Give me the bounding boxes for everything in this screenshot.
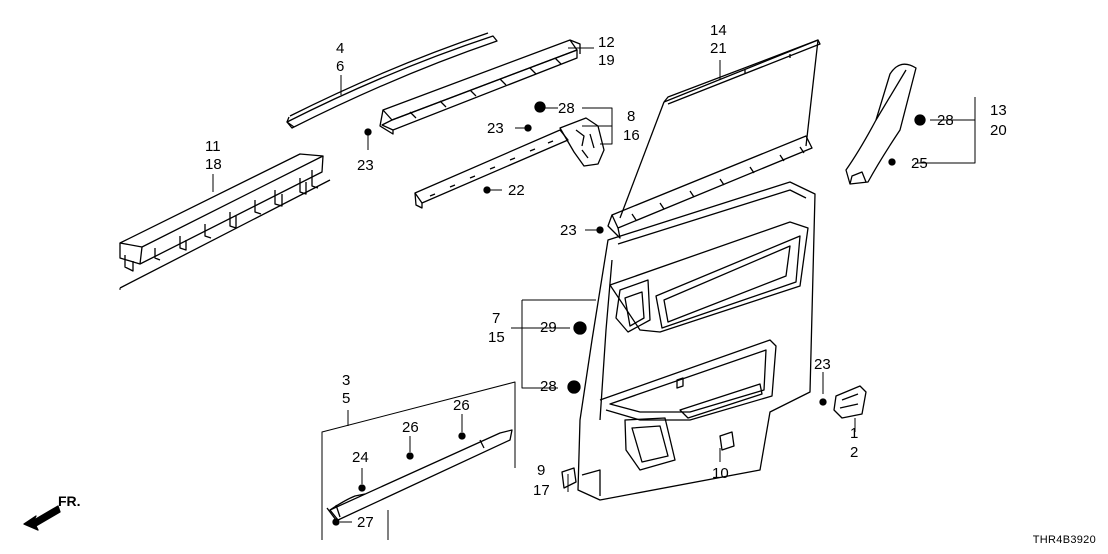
front-direction-arrow [23, 505, 61, 531]
fasteners [332, 101, 926, 526]
diagram-code: THR4B3920 [1032, 534, 1096, 546]
callout-23-left: 23 [357, 157, 374, 174]
callout-23-handle: 23 [814, 356, 831, 373]
clip-26b [458, 432, 466, 440]
callout-19: 19 [598, 52, 615, 69]
callout-18: 18 [205, 156, 222, 173]
callout-11: 11 [205, 138, 221, 155]
callout-28-pillar: 28 [937, 112, 954, 129]
callout-26-right: 26 [453, 397, 470, 414]
callout-6: 6 [336, 58, 345, 75]
callout-21: 21 [710, 40, 727, 57]
callout-15: 15 [488, 329, 505, 346]
center-rail-part [414, 117, 605, 209]
callout-23-sunshade: 23 [560, 222, 577, 239]
clip-25 [888, 158, 896, 166]
callout-3: 3 [342, 372, 351, 389]
sill-garnish-part [326, 429, 513, 521]
callout-28-upper: 28 [558, 100, 575, 117]
callout-5: 5 [342, 390, 351, 407]
callout-29: 29 [540, 319, 557, 336]
callout-16: 16 [623, 127, 640, 144]
clip-23-left [364, 128, 372, 136]
sunshade-part [607, 39, 821, 239]
callout-25: 25 [911, 155, 928, 172]
callout-13: 13 [990, 102, 1007, 119]
callout-9: 9 [537, 462, 546, 479]
door-lining-panel-part [577, 181, 816, 501]
callout-23-mid: 23 [487, 120, 504, 137]
screw-22 [483, 186, 491, 194]
clip-27 [332, 518, 340, 526]
clip-28-upper [534, 101, 546, 113]
callout-7: 7 [492, 310, 501, 327]
callout-12: 12 [598, 34, 615, 51]
callout-20: 20 [990, 122, 1007, 139]
handle-bracket-part [833, 385, 867, 419]
callout-26-left: 26 [402, 419, 419, 436]
leader-lines [119, 47, 976, 540]
clip-24 [358, 484, 366, 492]
clip-23-mid [524, 124, 532, 132]
clip-28-pillar [914, 114, 926, 126]
window-channel-strip-part [286, 32, 498, 129]
upper-rail-garnish-part [379, 39, 581, 135]
callout-24: 24 [352, 449, 369, 466]
callout-8: 8 [627, 108, 636, 125]
callout-4: 4 [336, 40, 345, 57]
callout-10: 10 [712, 465, 729, 482]
callout-17: 17 [533, 482, 550, 499]
front-direction-label: FR. [58, 493, 81, 509]
callout-27: 27 [357, 514, 374, 531]
callout-28-lower: 28 [540, 378, 557, 395]
callout-14: 14 [710, 22, 727, 39]
lower-rail-garnish-part [119, 153, 331, 289]
clip-26a [406, 452, 414, 460]
clip-28-lower [567, 380, 581, 394]
callout-1: 1 [850, 425, 859, 442]
clip-29 [573, 321, 587, 335]
clip-23-sunshade [596, 226, 604, 234]
pillar-trim-part [845, 63, 917, 185]
small-cover-part [561, 467, 577, 489]
clip-23-handle [819, 398, 827, 406]
callout-22: 22 [508, 182, 525, 199]
callout-2: 2 [850, 444, 859, 461]
